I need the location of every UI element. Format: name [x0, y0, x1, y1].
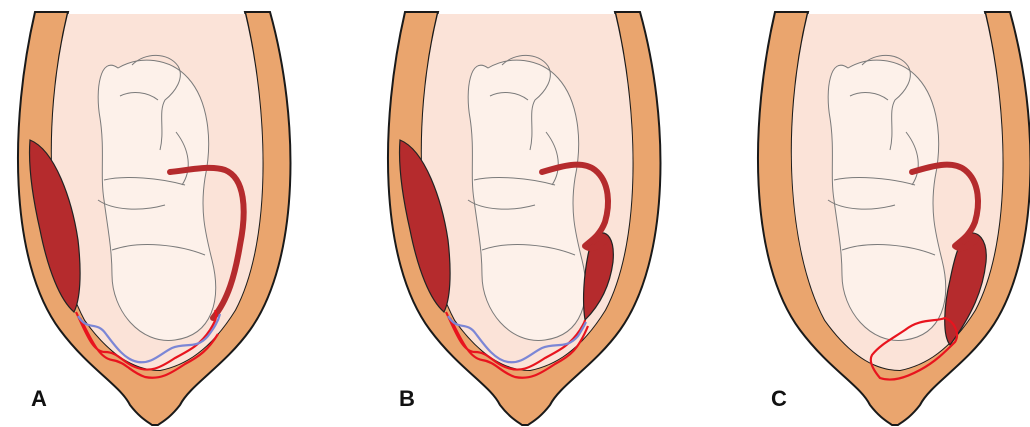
panel-label: C: [771, 386, 787, 411]
panel-a: A: [18, 12, 291, 425]
fetus: [98, 55, 216, 340]
panel-c: C: [758, 12, 1030, 425]
panel-label: B: [399, 386, 415, 411]
fetus: [468, 55, 586, 340]
fetus: [828, 55, 946, 340]
panel-label: A: [31, 386, 47, 411]
panel-b: B: [388, 12, 661, 425]
